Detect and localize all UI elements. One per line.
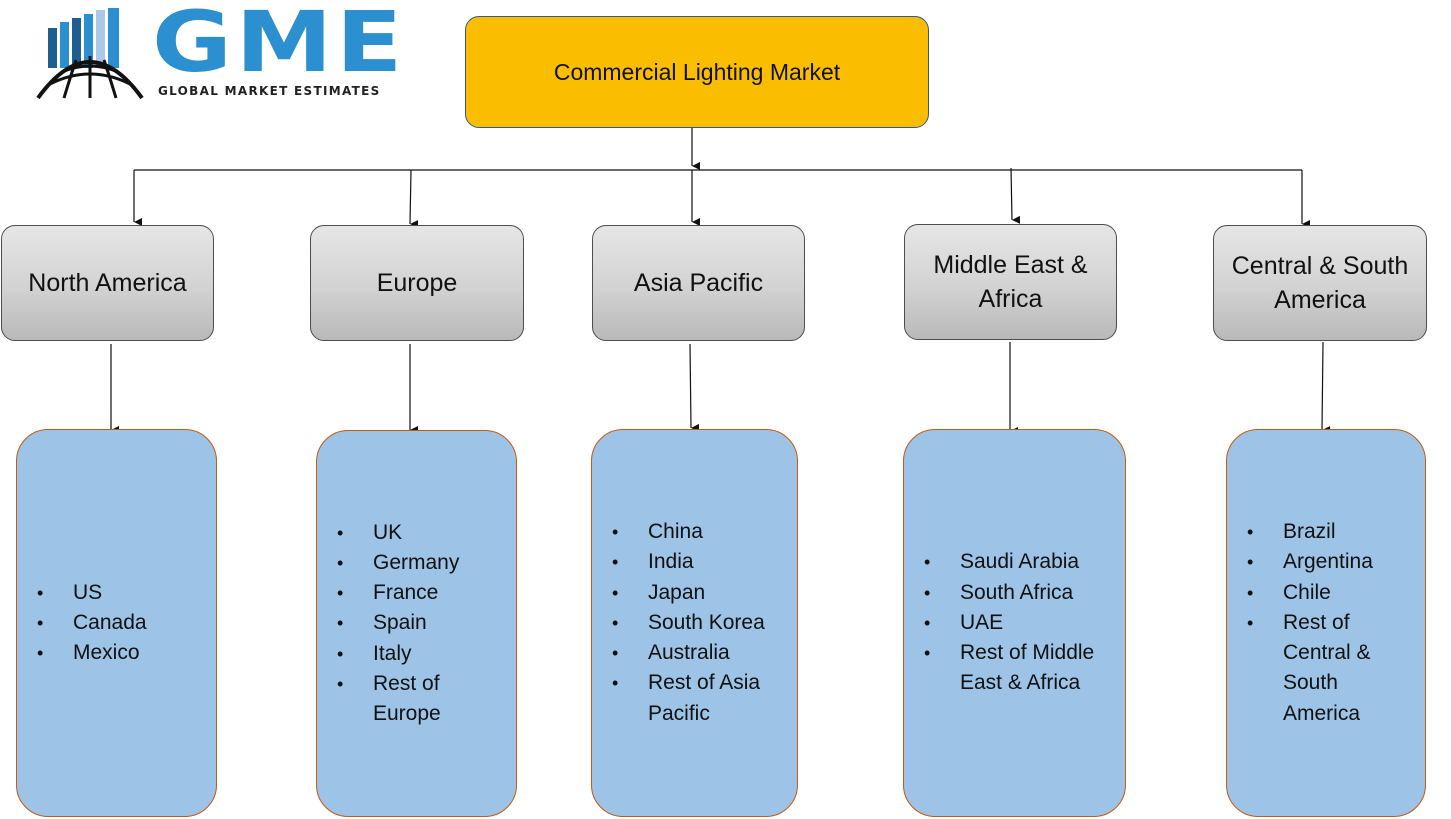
list-item: France <box>337 578 497 608</box>
country-list-middle-east-africa: Saudi Arabia South Africa UAE Rest of Mi… <box>903 429 1126 817</box>
list-item: Rest of Asia Pacific <box>612 668 773 728</box>
region-node-north-america: North America <box>1 225 214 341</box>
country-list: Saudi Arabia South Africa UAE Rest of Mi… <box>904 547 1114 698</box>
region-label: Europe <box>376 269 458 297</box>
country-connector-asia-pacific <box>689 343 700 432</box>
region-label: Central & South America <box>1231 252 1409 314</box>
list-item: Italy <box>337 639 497 669</box>
root-label: Commercial Lighting Market <box>553 58 841 85</box>
list-item: UAE <box>924 608 1114 638</box>
region-label: North America <box>28 269 187 297</box>
list-item: Japan <box>612 578 792 608</box>
region-node-europe: Europe <box>310 225 524 341</box>
list-item: Canada <box>37 608 147 638</box>
list-item: Saudi Arabia <box>924 547 1114 577</box>
country-list-north-america: US Canada Mexico <box>16 429 217 817</box>
list-item: UK <box>337 518 497 548</box>
country-list: Brazil Argentina Chile Rest of Central &… <box>1227 517 1407 728</box>
list-item: Germany <box>337 548 497 578</box>
list-item: Argentina <box>1247 547 1407 577</box>
country-connector-csa <box>1321 341 1331 435</box>
list-item: Rest of Europe <box>337 669 443 729</box>
list-item: Brazil <box>1247 517 1407 547</box>
list-item: South Korea <box>612 608 792 638</box>
logo-letters: GME <box>152 0 406 91</box>
list-item: Rest of Middle East & Africa <box>924 638 1108 698</box>
region-label: Asia Pacific <box>633 269 764 297</box>
region-connector-europe <box>409 169 419 229</box>
country-list-central-south-america: Brazil Argentina Chile Rest of Central &… <box>1226 429 1426 817</box>
list-item: India <box>612 547 792 577</box>
list-item: South Africa <box>924 578 1114 608</box>
region-connector-mea <box>1010 167 1021 224</box>
country-list: China India Japan South Korea Australia … <box>592 517 792 728</box>
logo-tagline: GLOBAL MARKET ESTIMATES <box>158 84 381 98</box>
country-list-europe: UK Germany France Spain Italy Rest of Eu… <box>316 430 517 817</box>
country-list: UK Germany France Spain Italy Rest of Eu… <box>317 518 497 729</box>
globe-with-bars-icon <box>36 8 144 100</box>
region-node-middle-east-africa: Middle East & Africa <box>904 224 1117 340</box>
country-list-asia-pacific: China India Japan South Korea Australia … <box>591 429 798 817</box>
list-item: China <box>612 517 792 547</box>
root-node: Commercial Lighting Market <box>465 16 929 128</box>
list-item: Spain <box>337 608 497 638</box>
country-list: US Canada Mexico <box>17 578 147 669</box>
region-node-central-south-america: Central & South America <box>1213 225 1427 341</box>
list-item: US <box>37 578 147 608</box>
list-item: Mexico <box>37 638 147 668</box>
gme-logo: GME GLOBAL MARKET ESTIMATES <box>34 0 424 101</box>
list-item: Australia <box>612 638 792 668</box>
list-item: Chile <box>1247 578 1407 608</box>
region-label: Middle East & Africa <box>933 251 1088 313</box>
list-item: Rest of Central & South America <box>1247 608 1383 729</box>
region-node-asia-pacific: Asia Pacific <box>592 225 805 341</box>
